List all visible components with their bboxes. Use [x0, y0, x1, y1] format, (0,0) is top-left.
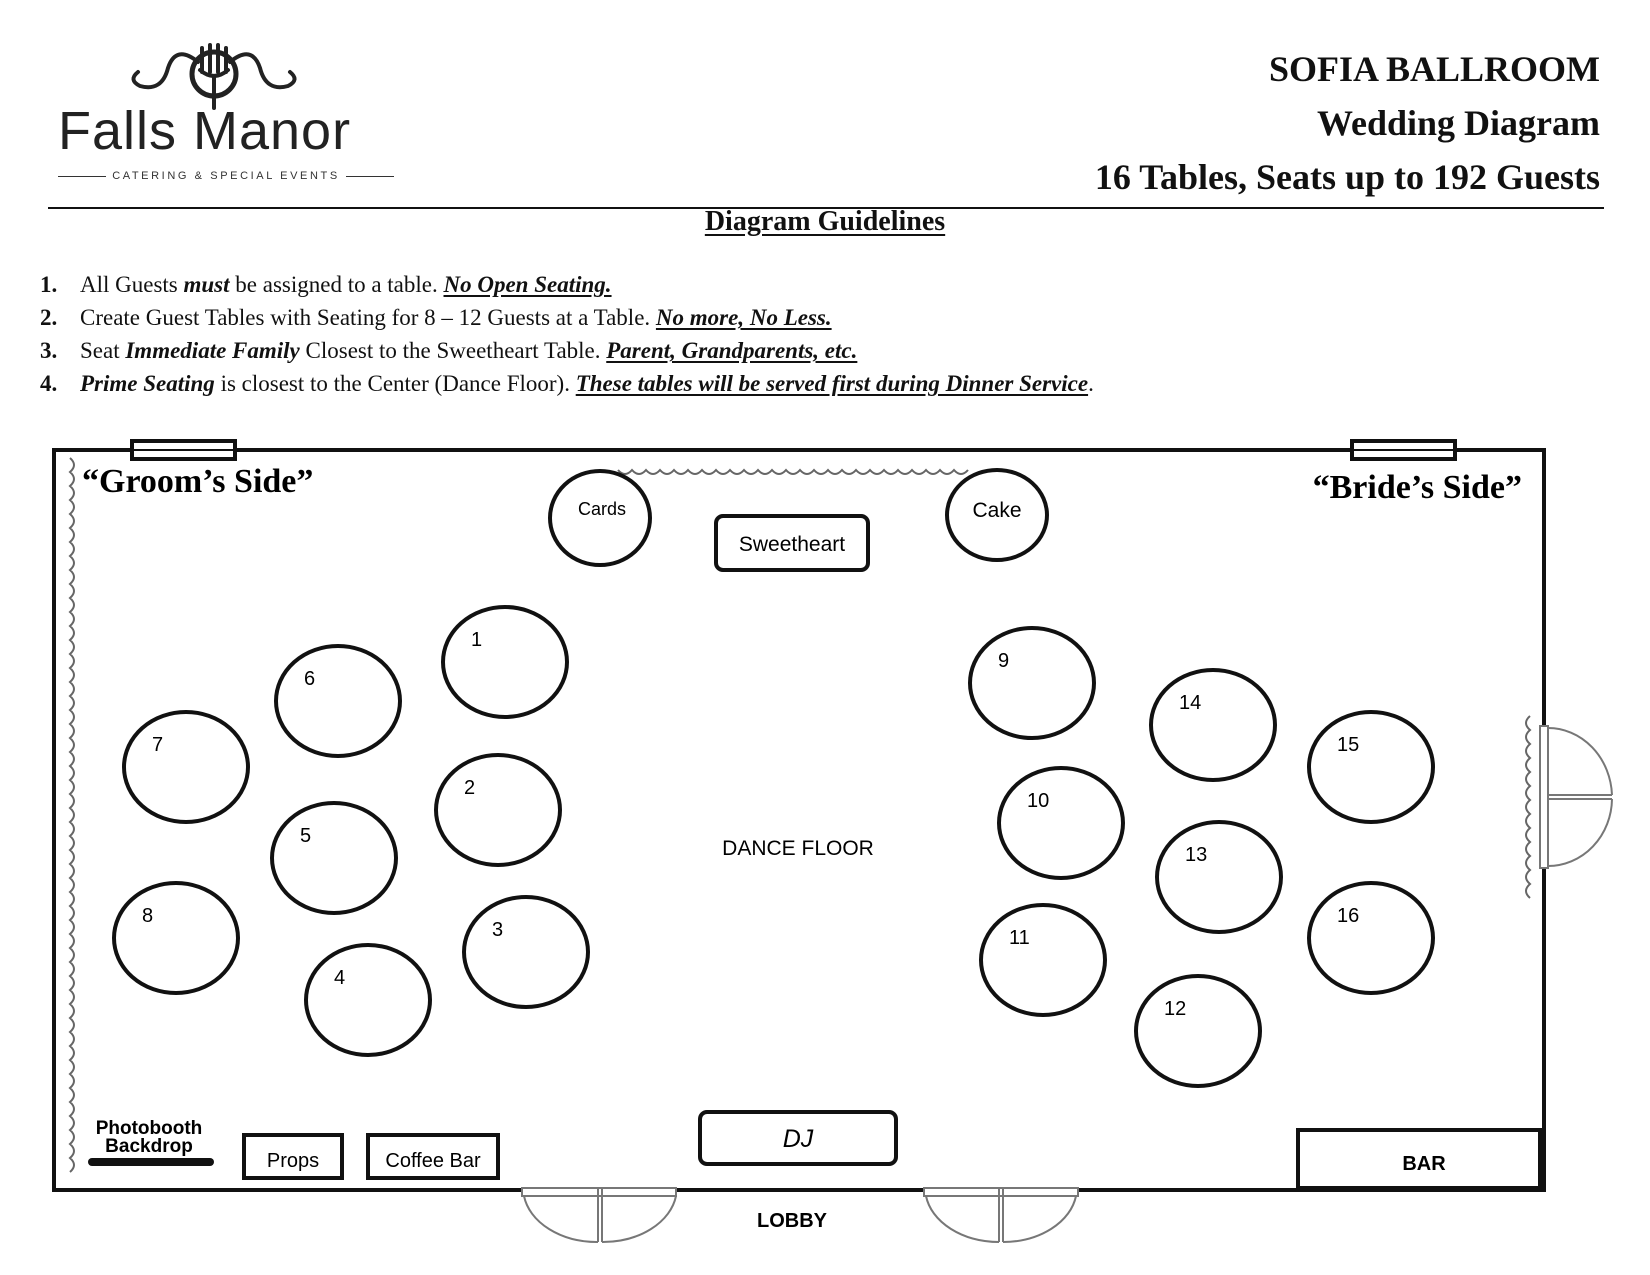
dance-floor-label: DANCE FLOOR [722, 837, 874, 860]
guideline-text: Create Guest Tables with Seating for 8 –… [80, 305, 656, 330]
drape-right [1525, 715, 1532, 899]
guest-table-14 [1149, 668, 1277, 782]
table-number-7: 7 [152, 734, 163, 756]
side-door-right [1539, 725, 1613, 869]
guest-table-9 [968, 626, 1096, 740]
guideline-text: Prime Seating [80, 371, 215, 396]
table-number-3: 3 [492, 919, 503, 941]
guest-table-8 [112, 881, 240, 995]
drape-top [617, 468, 969, 475]
bar-label: BAR [1402, 1153, 1446, 1175]
guest-table-10 [997, 766, 1125, 880]
props-label: Props [267, 1150, 319, 1172]
guideline-text: No Open Seating. [443, 272, 612, 297]
venue-title: SOFIA BALLROOM [1268, 49, 1600, 89]
brand-name: Falls Manor [58, 101, 352, 161]
guideline-number: 4. [40, 371, 58, 396]
guidelines-title: Diagram Guidelines [0, 206, 1650, 238]
drape-left [68, 457, 75, 1173]
fork-emblem-icon [131, 43, 297, 110]
guideline-item: 3. Seat Immediate Family Closest to the S… [40, 334, 1094, 367]
table-number-16: 16 [1337, 905, 1359, 927]
photobooth-label-1: Photobooth [96, 1118, 203, 1139]
brand-tagline: CATERING & SPECIAL EVENTS [50, 170, 402, 182]
guideline-text: Seat [80, 338, 126, 363]
dj-label: DJ [783, 1125, 814, 1153]
sweetheart-table [714, 514, 870, 572]
guest-table-4 [304, 943, 432, 1057]
table-number-8: 8 [142, 905, 153, 927]
guideline-text: All Guests [80, 272, 184, 297]
lobby-label: LOBBY [757, 1210, 828, 1232]
guest-table-2 [434, 753, 562, 867]
table-number-6: 6 [304, 668, 315, 690]
sweetheart-label: Sweetheart [739, 533, 845, 556]
bride-side-label: “Bride’s Side” [1313, 469, 1522, 506]
bar-area [1296, 1128, 1542, 1190]
table-number-10: 10 [1027, 790, 1049, 812]
guideline-number: 3. [40, 338, 58, 363]
lobby-door-left [521, 1187, 677, 1244]
guideline-text: Immediate Family [125, 338, 300, 363]
guest-table-1 [441, 605, 569, 719]
cards-table [548, 469, 652, 567]
coffee-bar-table [366, 1133, 500, 1180]
guideline-text: . [1088, 371, 1094, 396]
guest-table-3 [462, 895, 590, 1009]
table-number-14: 14 [1179, 692, 1201, 714]
header-divider [48, 207, 1604, 209]
guest-table-16 [1307, 881, 1435, 995]
guideline-text: Closest to the Sweetheart Table. [299, 338, 607, 363]
capacity-text: 16 Tables, Seats up to 192 Guests [1094, 157, 1600, 197]
dj-booth [698, 1110, 898, 1166]
guideline-text: must [183, 272, 230, 297]
cards-label: Cards [578, 499, 626, 519]
lobby-door-right [923, 1187, 1079, 1243]
groom-side-label: “Groom’s Side” [82, 463, 313, 500]
diagram-subtitle: Wedding Diagram [1316, 103, 1600, 143]
guideline-text: is closest to the Center (Dance Floor). [214, 371, 576, 396]
guidelines-title-text: Diagram Guidelines [704, 206, 946, 237]
cake-label: Cake [972, 499, 1021, 522]
guest-table-13 [1155, 820, 1283, 934]
guideline-number: 1. [40, 272, 58, 297]
table-number-11: 11 [1009, 927, 1030, 949]
table-number-9: 9 [998, 650, 1009, 672]
room-outline [52, 448, 1546, 1192]
header-titles: SOFIA BALLROOM Wedding Diagram 16 Tables… [1095, 42, 1600, 204]
photobooth-label-2: Backdrop [105, 1136, 193, 1157]
guideline-text: These tables will be served first during… [575, 371, 1089, 396]
props-table [242, 1133, 344, 1180]
guest-table-12 [1134, 974, 1262, 1088]
guest-table-15 [1307, 710, 1435, 824]
table-number-15: 15 [1337, 734, 1359, 756]
guideline-number: 2. [40, 305, 58, 330]
guest-table-6 [274, 644, 402, 758]
guideline-text: No more, No Less. [655, 305, 832, 330]
guest-table-11 [979, 903, 1107, 1017]
table-number-1: 1 [471, 629, 482, 651]
coffee-bar-label: Coffee Bar [385, 1150, 481, 1172]
guest-table-5 [270, 801, 398, 915]
table-number-4: 4 [334, 967, 345, 989]
guideline-item: 4. Prime Seating is closest to the Center… [40, 367, 1094, 400]
table-number-12: 12 [1164, 998, 1186, 1020]
table-number-13: 13 [1185, 844, 1207, 866]
guideline-text: be assigned to a table. [229, 272, 444, 297]
guideline-text: Parent, Grandparents, etc. [606, 338, 858, 363]
guideline-item: 2. Create Guest Tables with Seating for 8… [40, 301, 1094, 334]
photobooth-backdrop [88, 1158, 214, 1166]
falls-manor-logo: Falls Manor CATERING & SPECIAL EVENTS [50, 40, 410, 190]
guideline-item: 1. All Guests must be assigned to a table… [40, 268, 1094, 301]
guest-table-7 [122, 710, 250, 824]
table-number-2: 2 [464, 777, 475, 799]
table-number-5: 5 [300, 825, 311, 847]
cake-table [945, 468, 1049, 562]
guidelines-list: 1. All Guests must be assigned to a table… [40, 268, 1094, 400]
